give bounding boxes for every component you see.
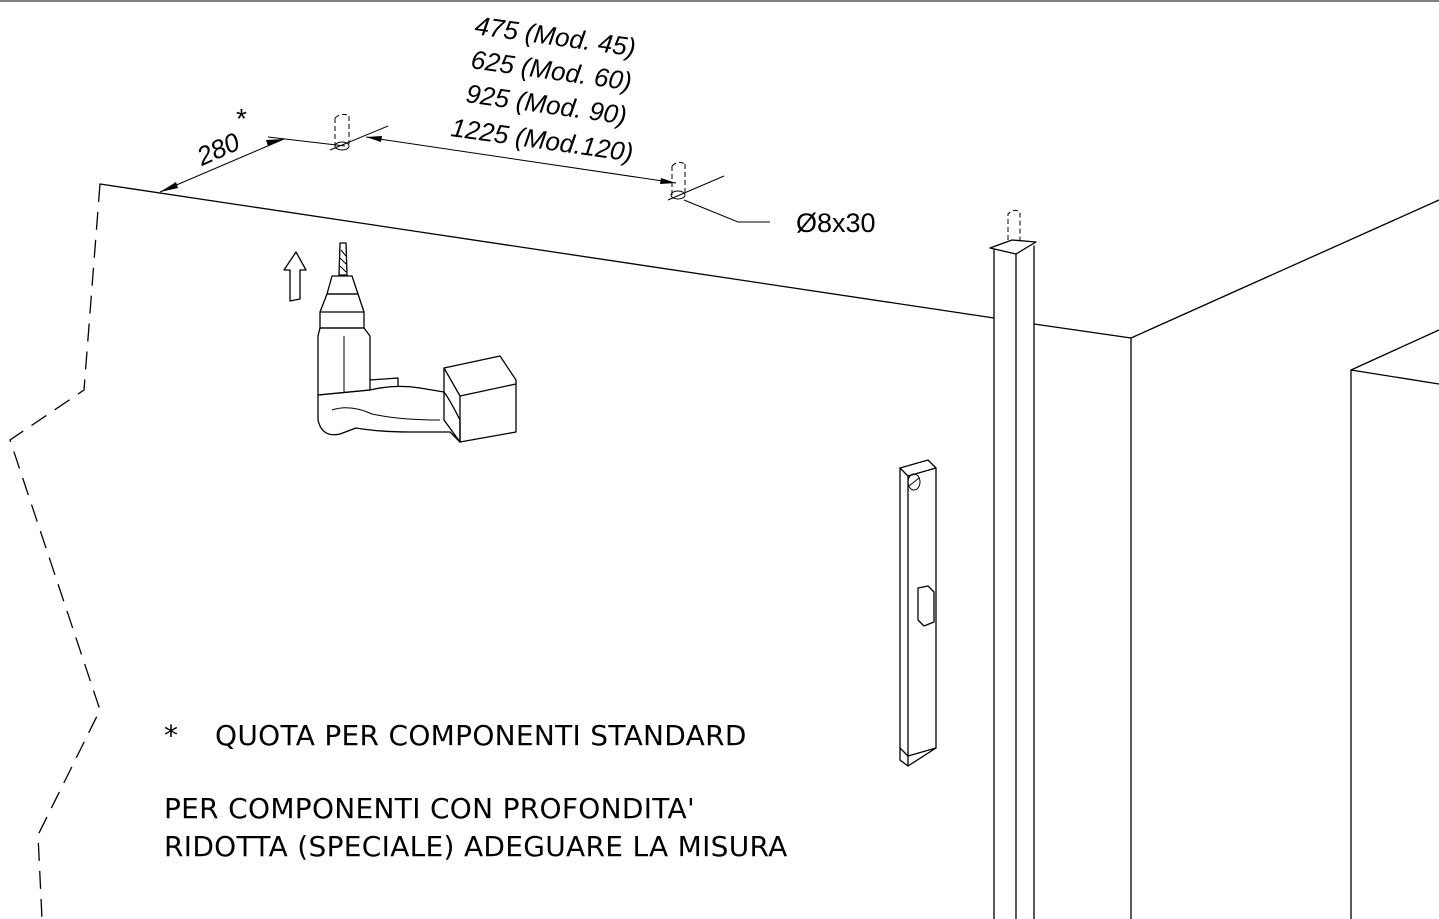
hole-size-label: Ø8x30 bbox=[796, 208, 876, 238]
note-special-line2: RIDOTTA (SPECIALE) ADEGUARE LA MISURA bbox=[164, 830, 788, 863]
dimension-asterisk: * bbox=[236, 103, 247, 134]
note-standard: QUOTA PER COMPONENTI STANDARD bbox=[215, 719, 747, 752]
wall-outline bbox=[99, 183, 1439, 919]
break-line bbox=[9, 183, 101, 919]
hole-marker-left bbox=[329, 113, 389, 151]
drill-icon bbox=[317, 242, 517, 443]
hole-marker-right bbox=[667, 161, 725, 201]
dimension-spacing: 475 (Mod. 45) 625 (Mod. 60) 925 (Mod. 90… bbox=[365, 10, 677, 184]
hole-callout: Ø8x30 bbox=[683, 199, 876, 238]
note-special-line1: PER COMPONENTI CON PROFONDITA' bbox=[164, 792, 695, 825]
arrow-up-icon bbox=[283, 251, 307, 302]
dimension-280: 280 * bbox=[159, 103, 346, 193]
mounting-bracket-icon bbox=[899, 459, 937, 767]
vertical-post bbox=[989, 209, 1037, 919]
note-asterisk: * bbox=[164, 719, 178, 752]
